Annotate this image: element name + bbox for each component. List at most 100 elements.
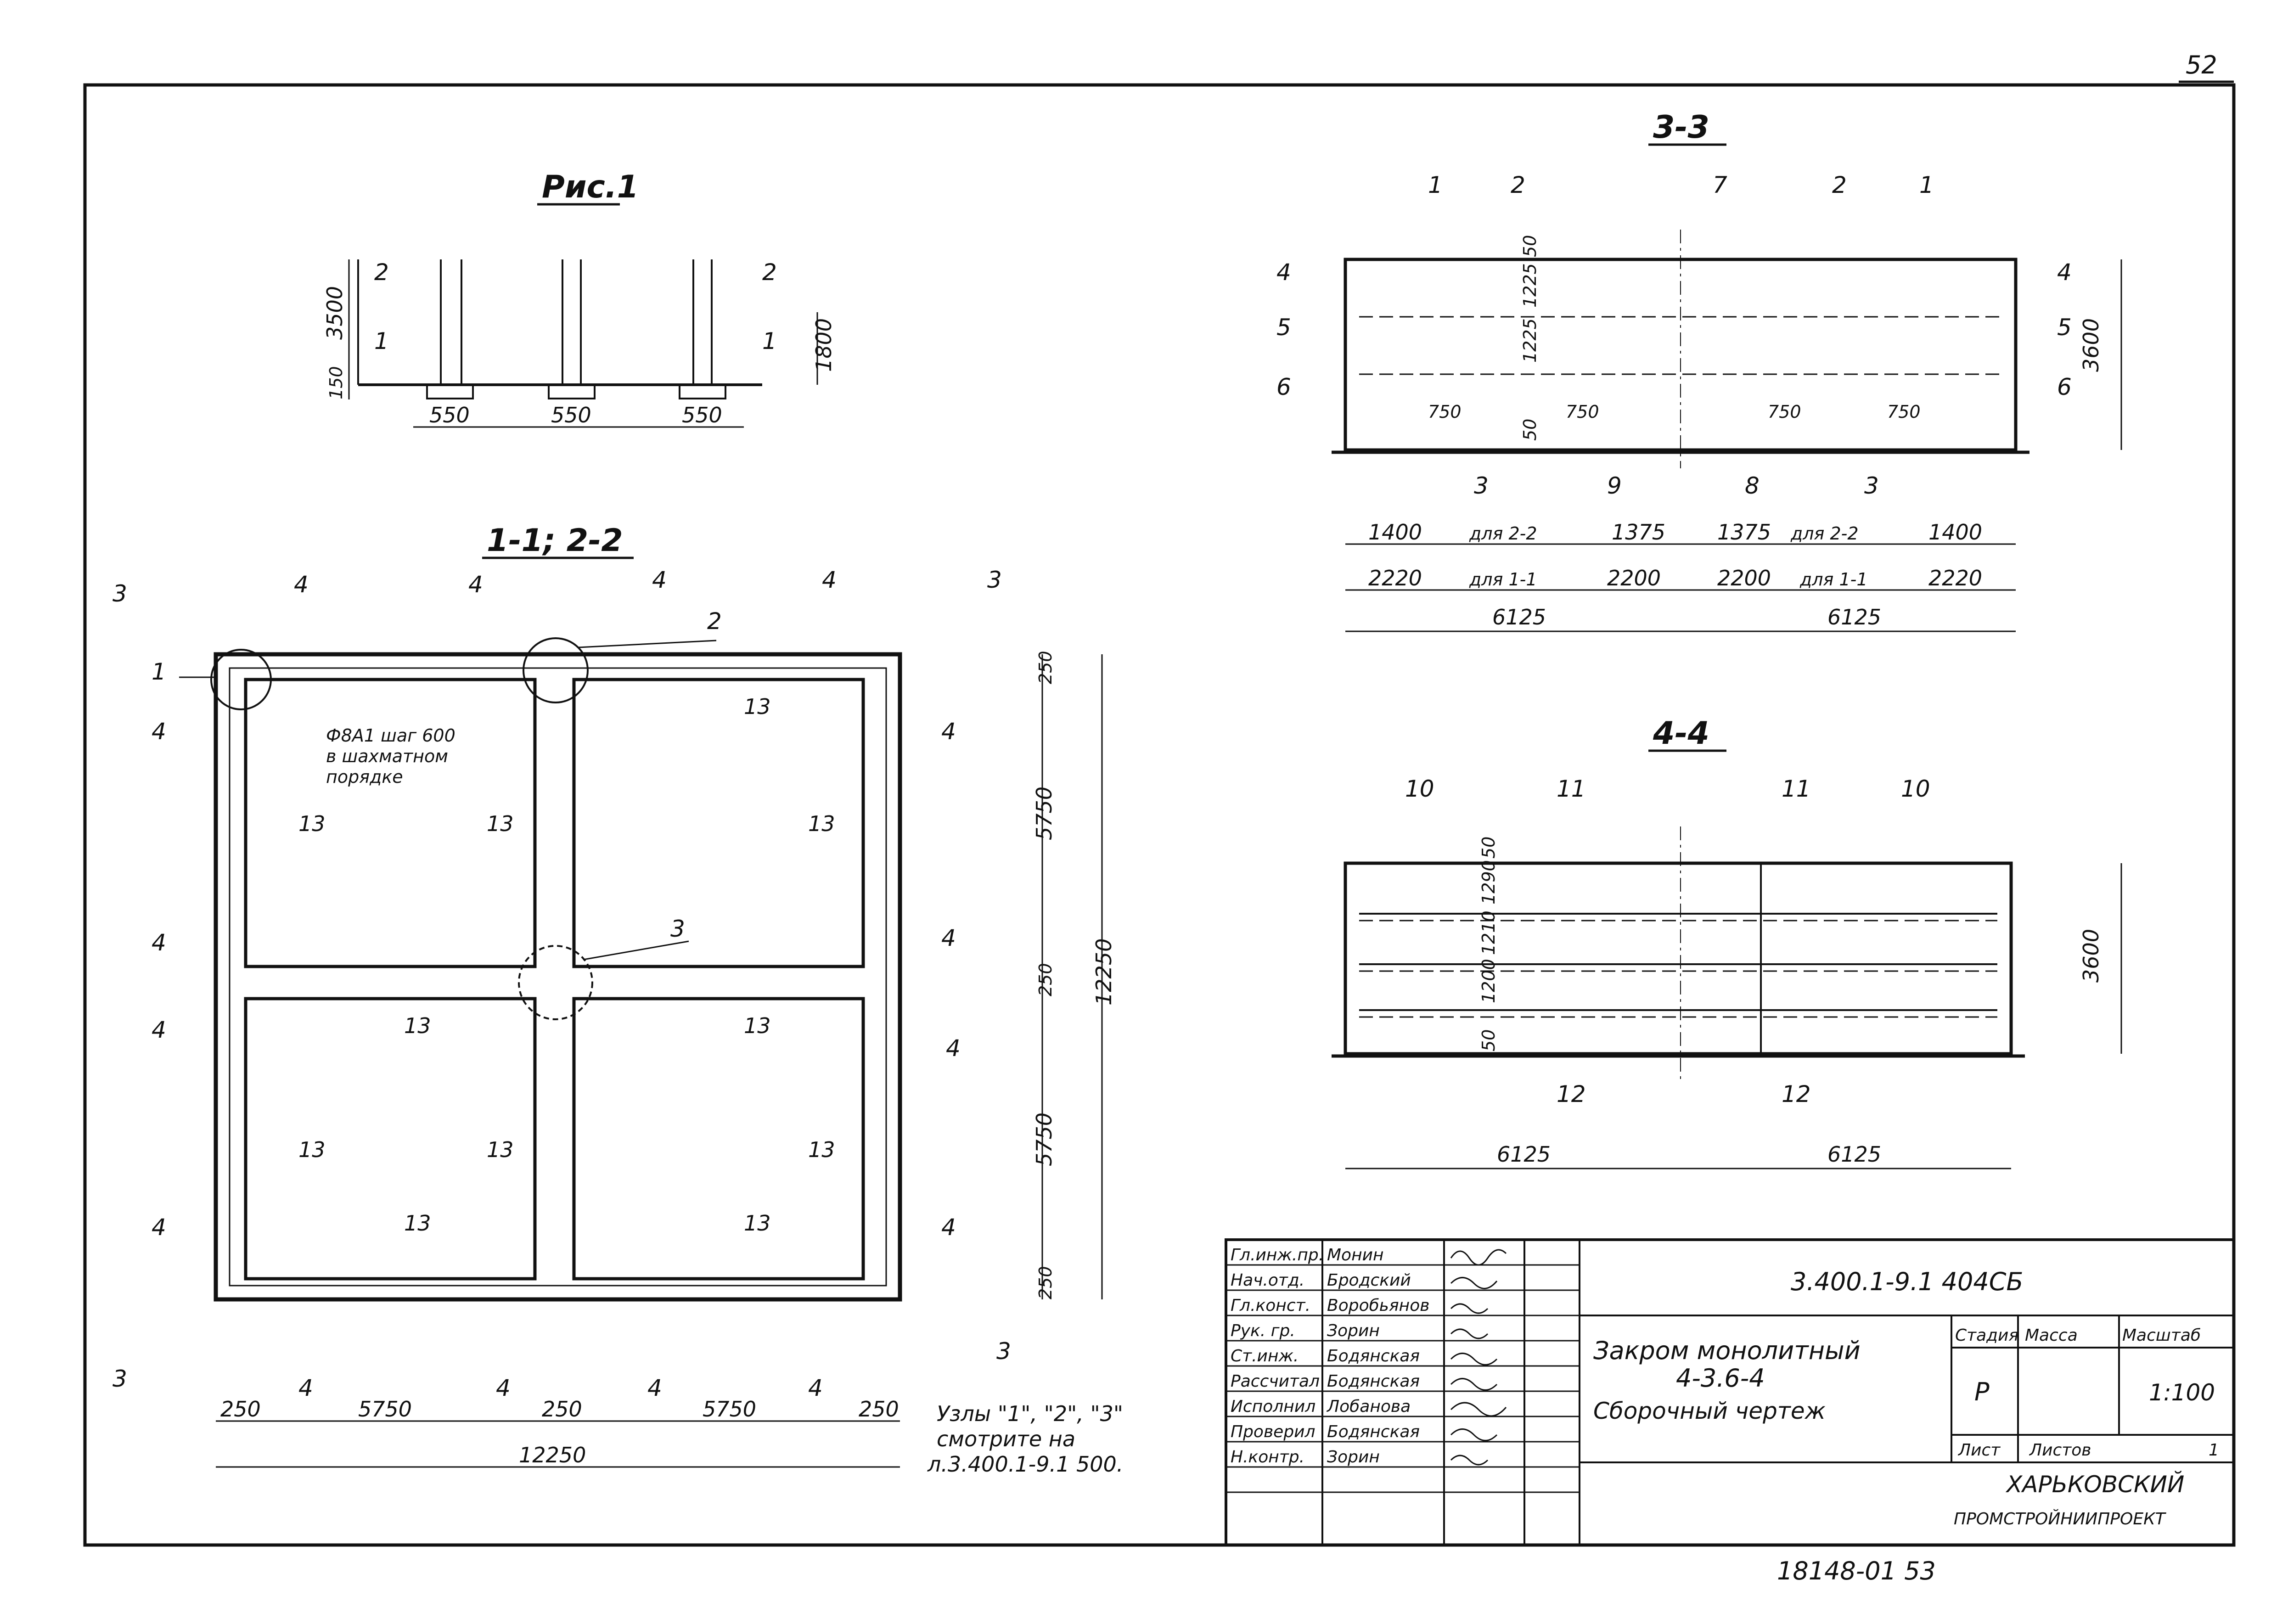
fig1: Рис.1 3500 150 1800 550 550 550 2 1 2 1	[322, 169, 836, 428]
section-mark-4: 4	[468, 571, 483, 598]
fig1-dim-3500: 3500	[322, 286, 347, 340]
title-block: Гл.инж.пр. Нач.отд. Гл.конст. Рук. гр. С…	[1225, 1238, 2235, 1546]
plan-dim-right-2: 250	[1035, 963, 1056, 996]
label-13: 13	[487, 811, 514, 836]
section33-row1-3: 1375	[1717, 520, 1771, 545]
section33-inner-0: 750	[1428, 402, 1462, 422]
role-label: Н.контр.	[1231, 1448, 1304, 1467]
fig1-footing-2	[548, 384, 596, 399]
plan-dim-bottom-3: 5750	[703, 1397, 756, 1422]
section33-callout-side-0: 4	[1276, 259, 1291, 286]
section44-dim-bottom-0: 6125	[1497, 1142, 1551, 1167]
section-mark-4: 4	[808, 1375, 823, 1401]
section33-inner-2: 750	[1768, 402, 1801, 422]
node-2-circle	[523, 637, 589, 703]
section33-callout-side-3: 4	[2057, 259, 2072, 286]
section-mark-4: 4	[647, 1375, 662, 1401]
label-13: 13	[808, 1137, 835, 1162]
name-label: Монин	[1327, 1246, 1384, 1264]
fig1-dim-550-b: 550	[551, 403, 591, 427]
label-13: 13	[404, 1013, 431, 1038]
signature	[1450, 1428, 1498, 1441]
section33-callout-side-4: 5	[2057, 314, 2072, 341]
section33-row2-5: 2220	[1928, 566, 1982, 590]
section44-callout-bottom-1: 12	[1782, 1081, 1811, 1107]
plan-dim-right-3: 5750	[1032, 1113, 1057, 1166]
section33-row2-2: 2200	[1607, 566, 1661, 590]
section44-callout-top-3: 10	[1901, 775, 1930, 802]
plan-cell-br	[572, 997, 865, 1281]
section44-callout-top-2: 11	[1782, 775, 1811, 802]
fig1-marker-1-right: 1	[762, 328, 777, 354]
section-mark-4: 4	[152, 1214, 166, 1241]
signature	[1450, 1277, 1498, 1289]
plan-cell-tr	[572, 678, 865, 968]
name-label: Бодянская	[1327, 1422, 1420, 1441]
fig1-dim-1800: 1800	[811, 318, 836, 372]
plan-dim-bottom-2: 250	[542, 1397, 582, 1422]
name-label: Лобанова	[1326, 1397, 1411, 1416]
org-name-1: ХАРЬКОВСКИЙ	[2005, 1471, 2184, 1498]
plan-dim-right-0: 250	[1035, 651, 1056, 684]
section33-callout-top-4: 1	[1919, 172, 1934, 198]
section33-row2-4: для 1-1	[1799, 569, 1868, 590]
section33-vert-3: 50	[1520, 419, 1540, 441]
section33-callout-bottom-3: 3	[1864, 472, 1879, 499]
signature	[1450, 1353, 1498, 1366]
section33-inner-3: 750	[1887, 402, 1921, 422]
nodes-note-2: смотрите на	[937, 1427, 1075, 1451]
sheets-header: Листов	[2029, 1441, 2091, 1460]
name-label: Бодянская	[1327, 1372, 1420, 1391]
section33-row2-1: для 1-1	[1469, 569, 1537, 590]
section33-row1-2: 1375	[1612, 520, 1665, 545]
plan-inner-wall	[229, 667, 887, 1287]
signature	[1450, 1378, 1498, 1391]
section-mark-4: 4	[298, 1375, 313, 1401]
section44-vert-0: 50	[1478, 837, 1499, 859]
section33-row3-0: 6125	[1492, 605, 1546, 629]
signature	[1450, 1249, 1507, 1266]
section-mark-3: 3	[112, 580, 127, 607]
name-label: Бродский	[1327, 1271, 1411, 1290]
section33-vert-0: 50	[1520, 235, 1540, 257]
section-mark-4: 4	[822, 567, 837, 593]
role-label: Проверил	[1231, 1422, 1315, 1441]
section33-callout-top-2: 7	[1713, 172, 1727, 198]
callout-3: 3	[670, 916, 685, 942]
callout-1: 1	[152, 658, 166, 685]
section44-height: 3600	[2079, 929, 2103, 983]
callout-2: 2	[707, 608, 722, 635]
section-mark-4: 4	[496, 1375, 511, 1401]
title-block-role-rows	[1226, 1264, 1580, 1493]
callout-2-leader	[578, 640, 717, 648]
plan-cell-tl	[244, 678, 537, 968]
drawing-desc-1: Закром монолитный	[1593, 1336, 1861, 1365]
drawing-desc-2: 4-3.6-4	[1676, 1364, 1765, 1393]
label-13: 13	[487, 1137, 514, 1162]
section33-row2-0: 2220	[1368, 566, 1422, 590]
section33-row1-4: для 2-2	[1790, 523, 1859, 544]
plan-cell-bl	[244, 997, 537, 1281]
fig1-dim-550-c: 550	[682, 403, 722, 427]
stage-header: Стадия	[1955, 1326, 2018, 1345]
section-mark-4: 4	[941, 925, 956, 951]
plan-dim-right-1: 5750	[1032, 787, 1057, 840]
section33-vert-1: 1225	[1520, 263, 1540, 308]
signature	[1450, 1402, 1507, 1417]
fig1-footing-1	[426, 384, 474, 399]
section44-callout-top-1: 11	[1557, 775, 1586, 802]
name-label: Воробьянов	[1327, 1296, 1429, 1315]
plan-dim-right-4: 250	[1035, 1266, 1056, 1299]
section33-title: 3-3	[1653, 109, 1709, 146]
bolt-note-2: в шахматном	[326, 746, 448, 766]
drawing-desc-3: Сборочный чертеж	[1593, 1398, 1826, 1424]
plan-title: 1-1; 2-2	[487, 523, 623, 559]
section33-callout-side-1: 5	[1276, 314, 1291, 341]
sheet-frame	[83, 83, 2236, 1547]
section33-callout-side-5: 6	[2057, 374, 2072, 400]
section33-callout-bottom-2: 8	[1745, 472, 1760, 499]
section44-outline	[1344, 861, 2013, 1056]
signature	[1450, 1455, 1489, 1466]
section33-row1-5: 1400	[1928, 520, 1982, 545]
role-label: Исполнил	[1231, 1397, 1315, 1416]
